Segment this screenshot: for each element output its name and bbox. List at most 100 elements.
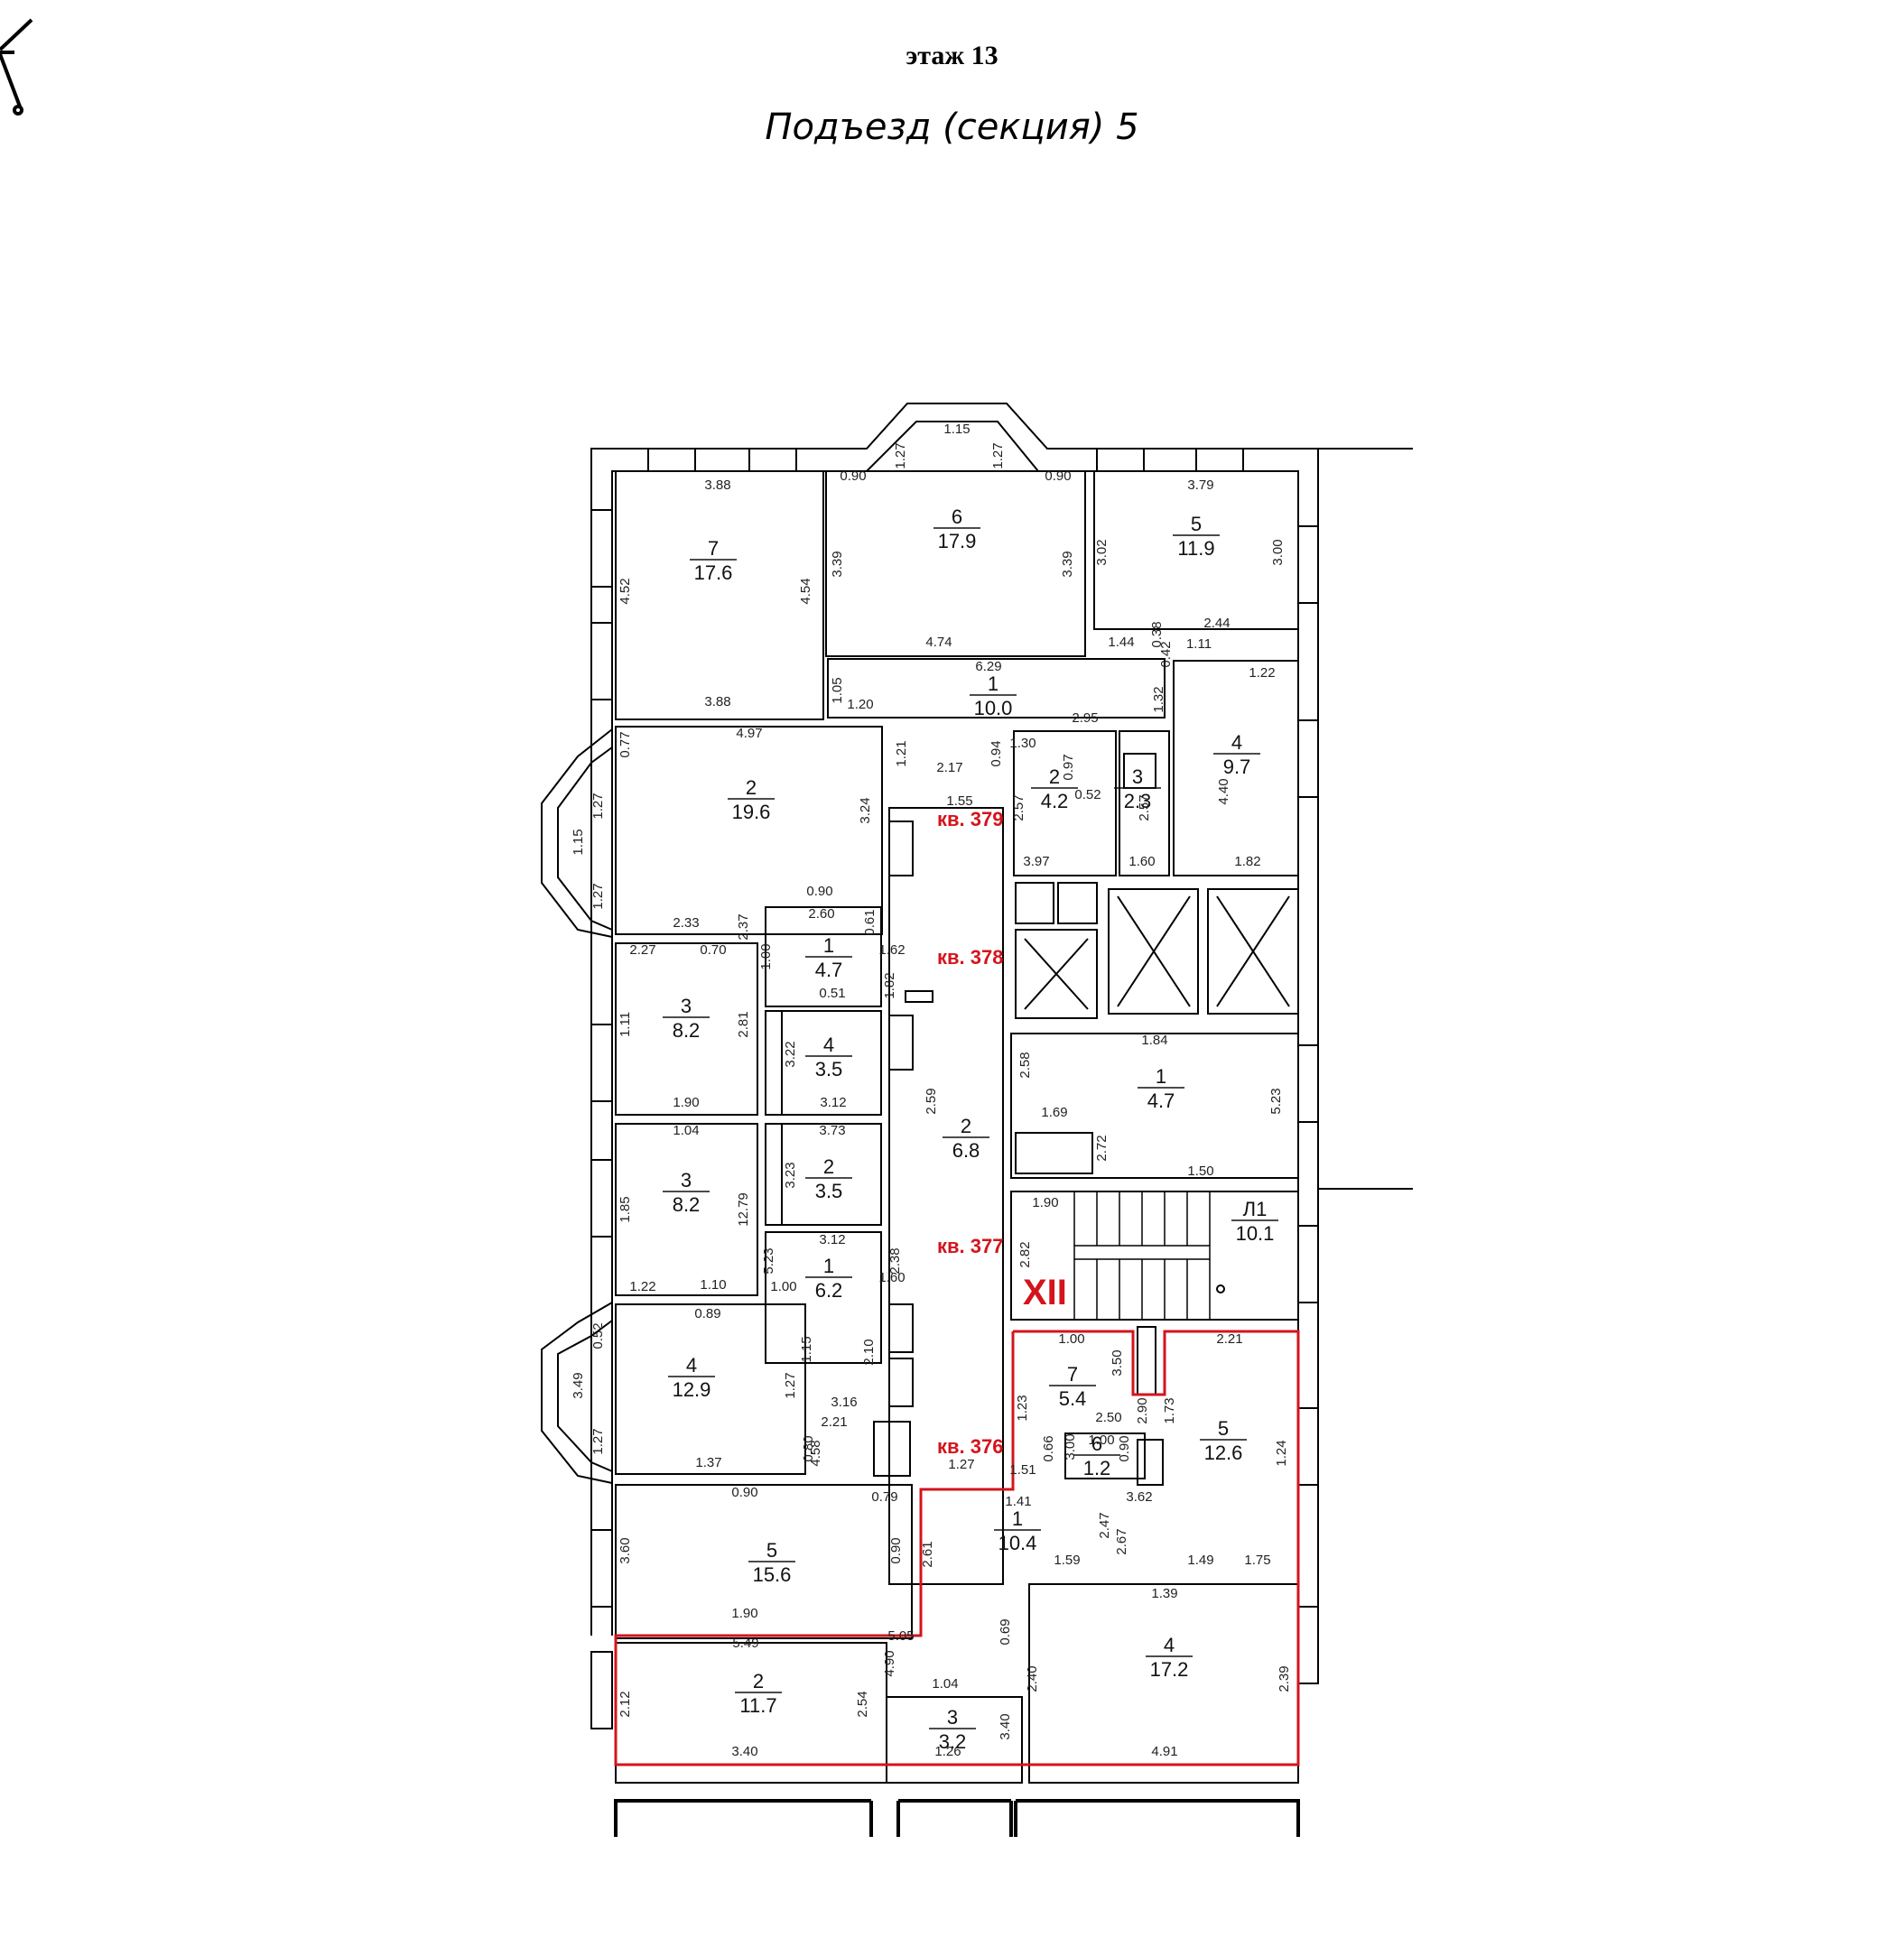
dimension-label: 1.00	[1088, 1432, 1114, 1448]
room-label: 110.0	[970, 672, 1017, 719]
dimension-label: 0.51	[819, 986, 845, 1001]
room-number: 3	[947, 1706, 958, 1729]
room-number: 1	[1156, 1065, 1166, 1088]
dimension-label: 3.40	[998, 1713, 1013, 1739]
dimension-label: 2.12	[618, 1691, 633, 1717]
room-number: 4	[1164, 1634, 1175, 1656]
floor-title: этаж 13	[906, 41, 998, 70]
room-number: 2	[823, 1155, 834, 1178]
dimension-label: 1.41	[1005, 1494, 1031, 1509]
room-label: 512.6	[1200, 1417, 1247, 1464]
walls	[541, 403, 1413, 1837]
room-number: 1	[1012, 1507, 1023, 1530]
dimension-label: 1.22	[629, 1279, 655, 1294]
dimension-label: 4.52	[618, 578, 633, 604]
room-label: 43.5	[805, 1034, 852, 1080]
room-area: 17.2	[1150, 1658, 1189, 1681]
dimension-label: 1.30	[1009, 736, 1036, 751]
room-area: 4.7	[1147, 1089, 1175, 1112]
room-area: 12.6	[1204, 1442, 1243, 1464]
room-area: 12.9	[673, 1378, 711, 1401]
dimension-label: 1.90	[673, 1095, 699, 1110]
dimension-label: 3.97	[1023, 854, 1049, 869]
dimension-label: 0.90	[1045, 468, 1071, 484]
dimension-label: 1.27	[590, 1428, 606, 1454]
room-label: 38.2	[663, 995, 710, 1042]
staircase-label: XII	[1023, 1273, 1067, 1312]
dimension-label: 2.44	[1203, 616, 1230, 631]
dimension-label: 3.12	[820, 1095, 846, 1110]
dimension-label: 3.60	[618, 1537, 633, 1563]
room-label: 219.6	[728, 776, 775, 823]
room-area: 6.2	[815, 1279, 843, 1302]
dimension-label: 2.95	[1072, 710, 1098, 726]
dimension-label: 4.97	[736, 726, 762, 741]
room-area: 8.2	[673, 1019, 701, 1042]
dimension-label: 1.62	[878, 942, 905, 958]
dimension-label: 2.21	[1216, 1331, 1242, 1347]
dimension-label: 0.90	[888, 1537, 904, 1563]
dimension-label: 1.11	[618, 1012, 633, 1037]
dimension-label: 1.20	[847, 697, 873, 712]
room-label: 14.7	[1138, 1065, 1184, 1112]
apartment-label-379: кв. 379	[937, 808, 1003, 830]
dimension-label: 4.40	[1216, 778, 1231, 804]
room-area: 11.9	[1177, 537, 1214, 560]
dimension-label: 2.57	[1011, 794, 1026, 821]
dimension-label: 0.90	[1117, 1435, 1132, 1461]
room-area: 19.6	[732, 801, 771, 823]
dimension-label: 3.88	[704, 694, 730, 709]
room-area: 17.6	[694, 561, 733, 584]
dimension-label: 1.00	[1058, 1331, 1084, 1347]
dimension-label: 1.27	[590, 883, 606, 909]
room-number: 2	[961, 1115, 971, 1137]
dimension-label: 1.27	[893, 442, 908, 468]
room-label: 717.6	[690, 537, 737, 584]
room-area: 4.2	[1041, 790, 1069, 812]
room-label: 75.4	[1049, 1363, 1096, 1410]
dimension-label: 3.22	[783, 1041, 798, 1067]
room-label: 33.2	[929, 1706, 976, 1753]
dimension-label: 1.73	[1162, 1397, 1177, 1423]
dimension-label: 0.70	[700, 942, 726, 958]
apartment-label-377: кв. 377	[937, 1235, 1003, 1257]
dimension-label: 0.97	[1061, 754, 1076, 780]
room-area: 10.4	[998, 1532, 1037, 1554]
dimension-label: 1.27	[590, 793, 606, 819]
dimension-label: 1.11	[1186, 636, 1212, 652]
dimension-label: 1.05	[830, 677, 845, 703]
dimension-label: 1.90	[1032, 1195, 1058, 1210]
dimension-label: 1.37	[695, 1455, 721, 1470]
dimension-label: 3.79	[1187, 477, 1213, 493]
dimension-label: 2.59	[924, 1088, 939, 1114]
dimension-label: 0.61	[862, 909, 878, 935]
dimension-label: 1.39	[1151, 1586, 1177, 1601]
dimension-label: 3.23	[783, 1162, 798, 1188]
dimension-label: 12.79	[736, 1192, 751, 1227]
dimension-label: 4.54	[798, 578, 813, 604]
dimension-label: 0.52	[590, 1322, 606, 1349]
dimension-label: 2.67	[1114, 1528, 1129, 1554]
dimension-label: 3.73	[819, 1123, 845, 1138]
dimension-label: 0.80	[801, 1435, 816, 1461]
dimension-label: 2.39	[1277, 1665, 1292, 1692]
dimension-label: 1.23	[1015, 1395, 1030, 1421]
dimension-label: 6.29	[975, 659, 1001, 674]
dimension-label: 1.21	[894, 740, 909, 766]
room-label: 14.7	[805, 934, 852, 981]
room-area: 3.5	[815, 1180, 843, 1202]
room-area: 9.7	[1223, 756, 1251, 778]
dimension-label: 3.39	[830, 551, 845, 577]
room-area: 15.6	[753, 1563, 792, 1586]
dimension-label: 3.50	[1110, 1349, 1125, 1376]
dimension-label: 0.69	[998, 1618, 1013, 1645]
room-label: 617.9	[933, 505, 980, 552]
room-number: 1	[988, 672, 998, 695]
dimension-label: 4.74	[925, 635, 952, 650]
dimension-label: 3.39	[1060, 551, 1075, 577]
dimension-label: 3.62	[1126, 1489, 1152, 1505]
dimension-label: 5.23	[761, 1247, 776, 1274]
dimension-label: 1.50	[1187, 1164, 1213, 1179]
